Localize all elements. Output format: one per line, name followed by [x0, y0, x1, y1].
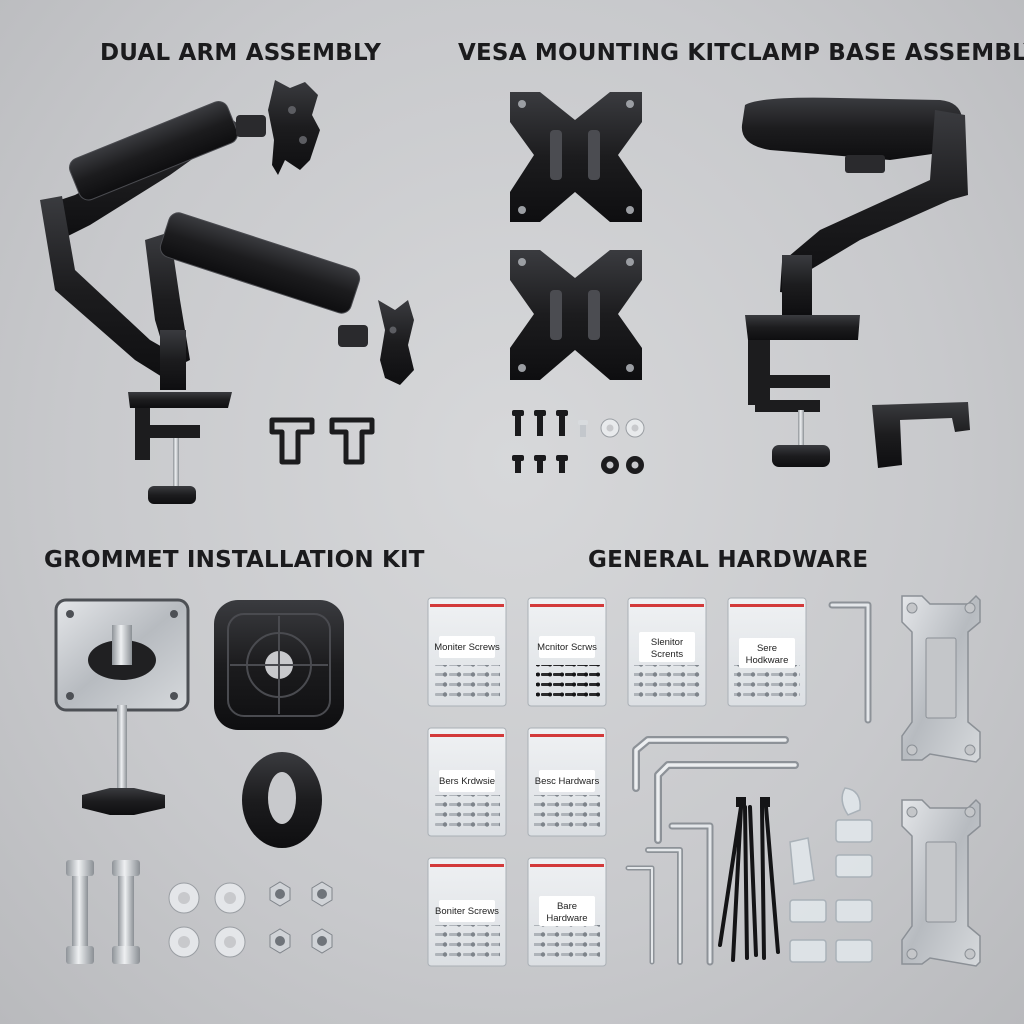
bag-label: Besc Hardwars: [535, 776, 600, 787]
bag-label: Scrents: [651, 649, 683, 660]
metal-plates: [901, 594, 981, 967]
vesa-screws: [512, 410, 588, 473]
clear-clips: [789, 787, 873, 963]
bag-label: Sere: [757, 643, 777, 654]
bag-label: Bare: [557, 901, 577, 912]
vesa-mounting-kit: [510, 92, 645, 474]
title-grommet-installation-kit: GROMMET INSTALLATION KIT: [44, 547, 425, 573]
bag-label: Moniter Screws: [434, 642, 500, 653]
hardware-bag-5: Bers Krdwsie: [427, 727, 507, 837]
dual-arm-assembly: [40, 80, 414, 504]
vesa-plate-bottom: [510, 250, 642, 380]
title-general-hardware: GENERAL HARDWARE: [588, 547, 869, 573]
clamp-base-assembly: [741, 97, 970, 468]
bag-label: Hodkware: [746, 655, 789, 666]
bag-label: Boniter Screws: [435, 906, 499, 917]
vesa-washers: [600, 418, 645, 474]
hardware-bag-6: Besc Hardwars: [527, 727, 607, 837]
hardware-bag-3: Slenitor Scrents: [627, 597, 707, 707]
vesa-plate-top: [510, 92, 642, 222]
bag-label: Mcnitor Scrws: [537, 642, 597, 653]
hardware-bag-7: Boniter Screws: [427, 857, 507, 967]
cable-ties: [718, 797, 780, 962]
bag-label: Hardware: [546, 913, 587, 924]
hardware-bag-8: Bare Hardware: [527, 857, 607, 967]
grommet-installation-kit: [54, 598, 344, 964]
hardware-bag-1: Moniter Screws: [427, 597, 507, 707]
bag-label: Bers Krdwsie: [439, 776, 495, 787]
general-hardware: Moniter Screws Mcnitor Scrws Slenitor Sc…: [427, 594, 981, 967]
grommet-bolts: [66, 860, 140, 964]
title-clamp-base-assembly: CLAMP BASE ASSEMBLY: [730, 40, 1024, 66]
grommet-washers-nuts: [168, 881, 333, 958]
title-vesa-mounting-kit: VESA MOUNTING KIT: [458, 40, 731, 66]
title-dual-arm-assembly: DUAL ARM ASSEMBLY: [100, 40, 382, 66]
hardware-bag-4: Sere Hodkware: [727, 597, 807, 707]
allen-keys: [625, 601, 872, 966]
hardware-bag-2: Mcnitor Scrws: [527, 597, 607, 707]
bag-label: Slenitor: [651, 637, 683, 648]
